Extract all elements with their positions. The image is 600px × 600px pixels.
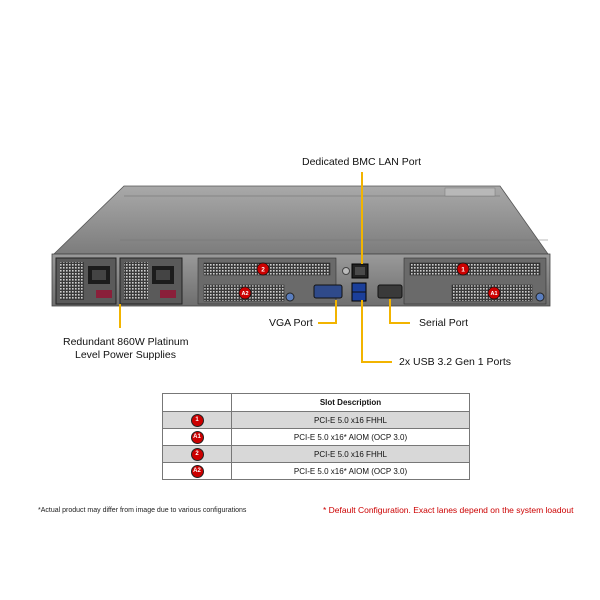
usb-callout-line: [361, 300, 392, 363]
chassis-badge-a2: A2: [238, 286, 252, 300]
vga-callout-line: [318, 300, 337, 324]
slot-badge-a2: A2: [190, 464, 204, 478]
default-config-note: * Default Configuration. Exact lanes dep…: [323, 505, 574, 515]
chassis-badge-a1: A1: [487, 286, 501, 300]
power-supply-left: [55, 257, 117, 305]
slot-description-cell: PCI-E 5.0 x16* AIOM (OCP 3.0): [231, 428, 470, 446]
table-header-slot-description: Slot Description: [231, 393, 470, 412]
psu-label-line1: Redundant 860W Platinum: [63, 336, 189, 348]
serial-callout-line: [389, 299, 410, 324]
table-header-blank: [162, 393, 232, 412]
disclaimer-note: *Actual product may differ from image du…: [38, 507, 247, 514]
psu-label-line2: Level Power Supplies: [75, 349, 176, 361]
slot-badge-2: 2: [190, 447, 204, 461]
table-row: A1 PCI-E 5.0 x16* AIOM (OCP 3.0): [162, 428, 470, 446]
callout-lines: [119, 172, 410, 363]
slot-description-cell: PCI-E 5.0 x16 FHHL: [231, 411, 470, 429]
serial-port-label: Serial Port: [419, 317, 469, 329]
slot-description-table: Slot Description 1 PCI-E 5.0 x16 FHHL A1…: [162, 393, 470, 480]
slot-1-vent: [409, 262, 541, 276]
svg-text:1: 1: [461, 267, 465, 274]
serial-port: [377, 284, 403, 299]
vga-port-label: VGA Port: [269, 317, 313, 329]
svg-text:2: 2: [261, 267, 265, 274]
slot-badge-1: 1: [190, 413, 204, 427]
slot-description-cell: PCI-E 5.0 x16* AIOM (OCP 3.0): [231, 462, 470, 480]
svg-text:A2: A2: [241, 291, 248, 297]
vga-port: [313, 284, 343, 299]
chassis-badge-2: 2: [256, 262, 270, 276]
table-row: 2 PCI-E 5.0 x16 FHHL: [162, 445, 470, 463]
power-supply-right: [119, 257, 183, 305]
slot-description-cell: PCI-E 5.0 x16 FHHL: [231, 445, 470, 463]
bmc-lan-label: Dedicated BMC LAN Port: [302, 156, 422, 168]
slot-badge-a1: A1: [190, 430, 204, 444]
svg-text:A1: A1: [490, 291, 497, 297]
table-row: A2 PCI-E 5.0 x16* AIOM (OCP 3.0): [162, 462, 470, 480]
table-row: 1 PCI-E 5.0 x16 FHHL: [162, 411, 470, 429]
chassis-badge-1: 1: [456, 262, 470, 276]
usb-ports-label: 2x USB 3.2 Gen 1 Ports: [399, 356, 512, 368]
table-header-row: Slot Description: [162, 393, 470, 412]
